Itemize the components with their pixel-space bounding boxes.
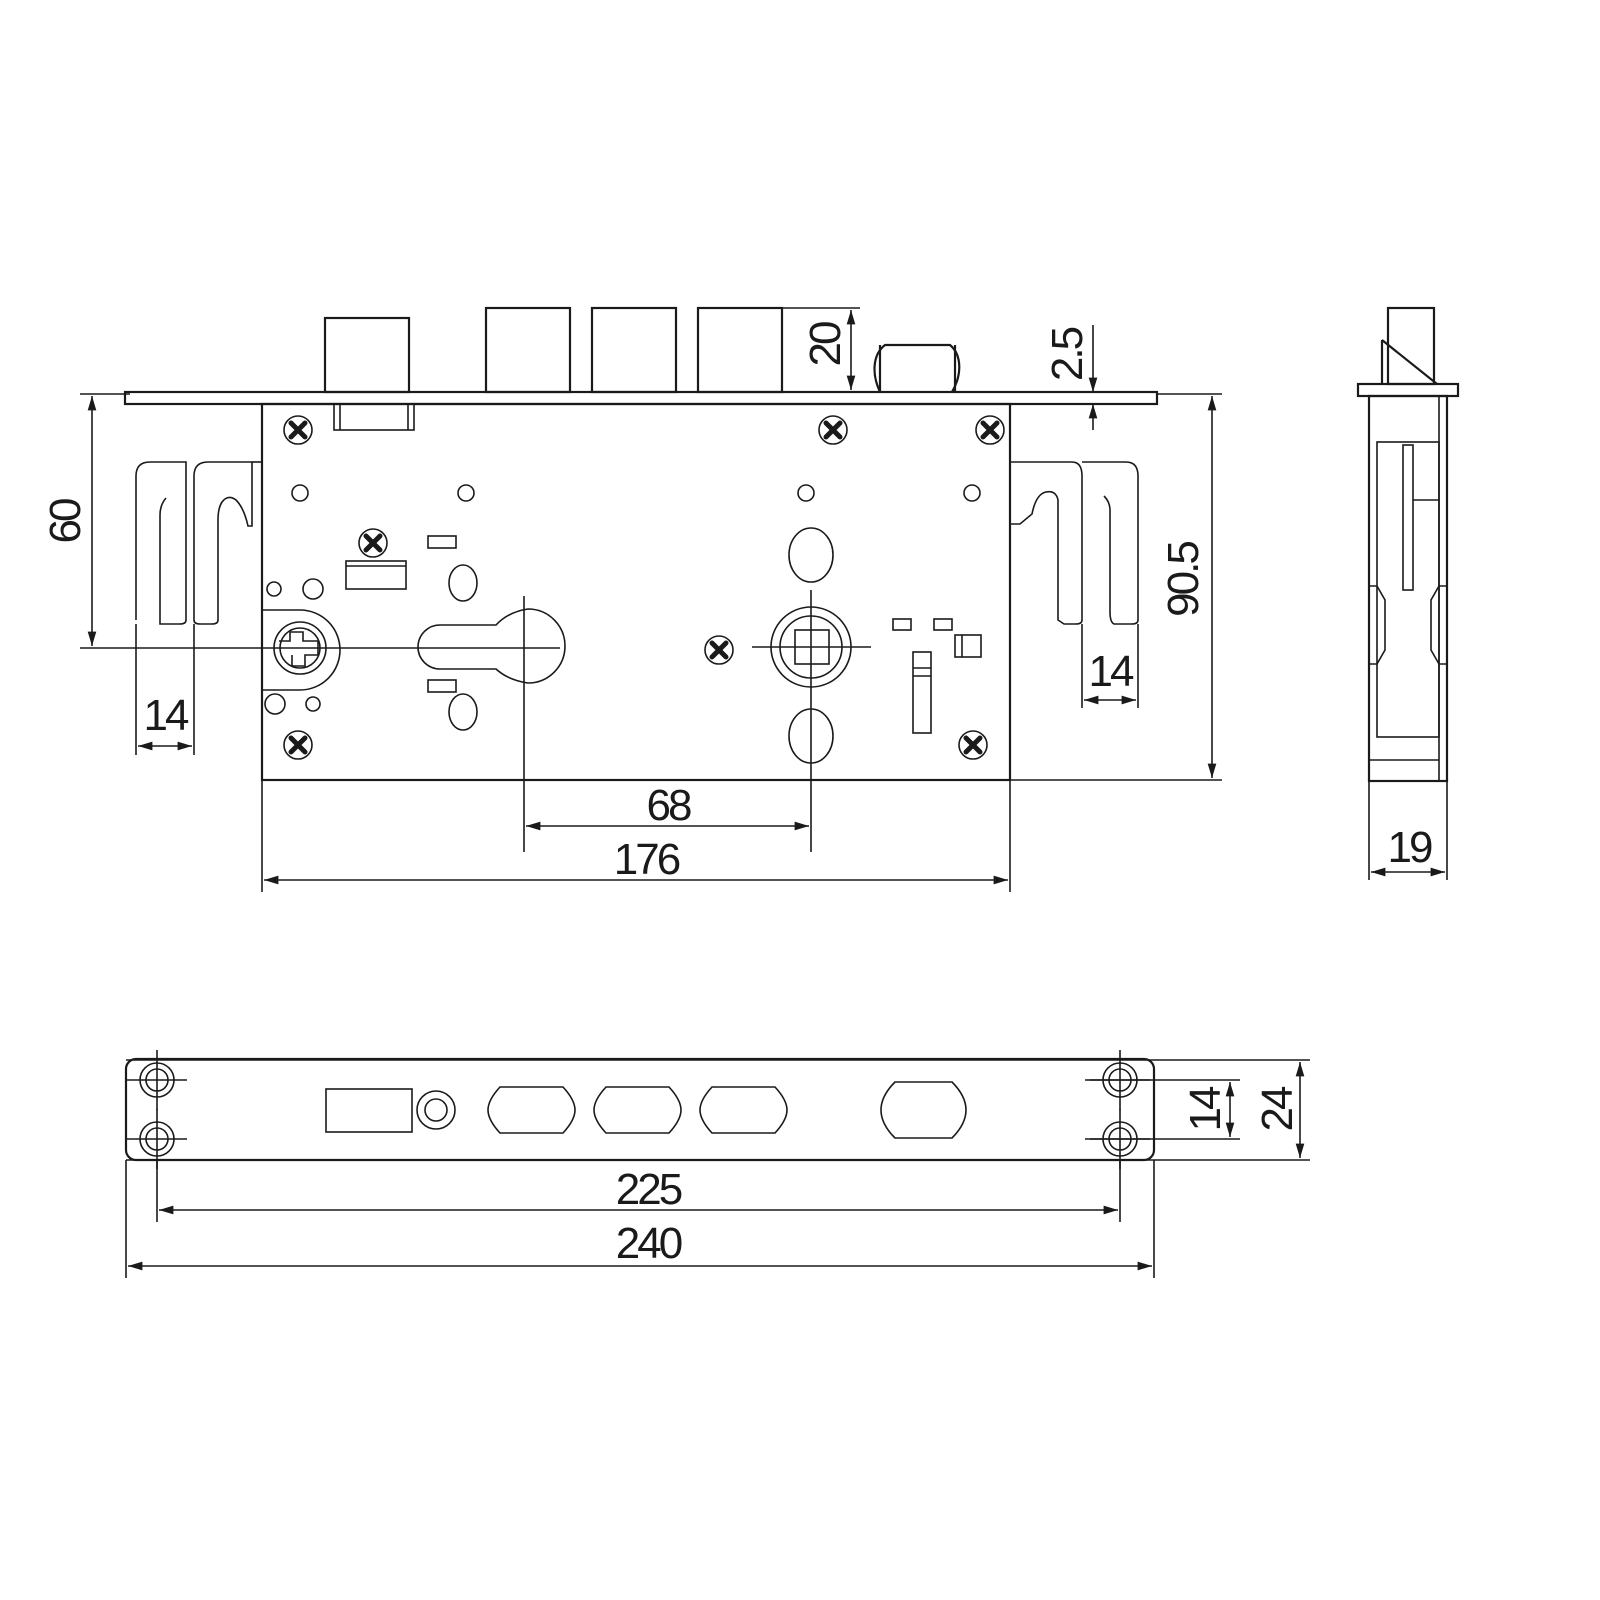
right-hook-1 [1010,461,1083,625]
deadbolt-3 [696,306,784,394]
front-view: 20 2.5 60 90.5 14 14 68 176 [41,306,1222,892]
dim-bolt-height: 20 [801,322,850,366]
dim-hook-width-left: 14 [144,691,189,740]
deadbolt-1 [484,306,572,394]
screw-icon [959,731,987,759]
left-hook-2 [193,461,253,625]
side-view: 19 [1356,306,1460,880]
screw-icon [359,529,387,557]
latch-bolt [323,316,411,394]
screw-icon [705,636,733,664]
right-hook-2 [1082,461,1139,625]
faceplate-outline [124,1057,1156,1162]
dim-hook-width-right: 14 [1089,647,1134,696]
screw-icon [976,416,1004,444]
screw-icon [819,416,847,444]
latch-slot [880,1081,967,1139]
dim-plate-height: 24 [1253,1086,1302,1131]
dim-body-height: 90.5 [1159,542,1208,617]
anti-friction-latch [873,343,961,393]
lock-body [260,402,1012,782]
deadbolt-2 [590,306,678,394]
dim-backset-height: 60 [41,499,90,543]
bolt-slot [699,1086,788,1134]
screw-icon [284,416,312,444]
faceplate-view: 14 24 225 240 [124,1049,1310,1278]
bolt-slot [593,1086,682,1134]
dim-plate-length: 240 [616,1219,682,1268]
screw-icon [284,731,312,759]
cylinder-cutout [417,608,566,684]
dim-hole-spacing-horizontal: 225 [616,1165,682,1214]
faceplate [123,390,1159,406]
dim-faceplate-thickness: 2.5 [1043,327,1092,381]
left-hook-1 [135,461,187,625]
dim-hole-spacing-vertical: 14 [1181,1086,1230,1131]
dim-body-width: 176 [614,835,680,884]
dim-depth: 19 [1388,823,1432,872]
dim-center-distance: 68 [647,781,691,830]
bolt-slot [487,1086,576,1134]
